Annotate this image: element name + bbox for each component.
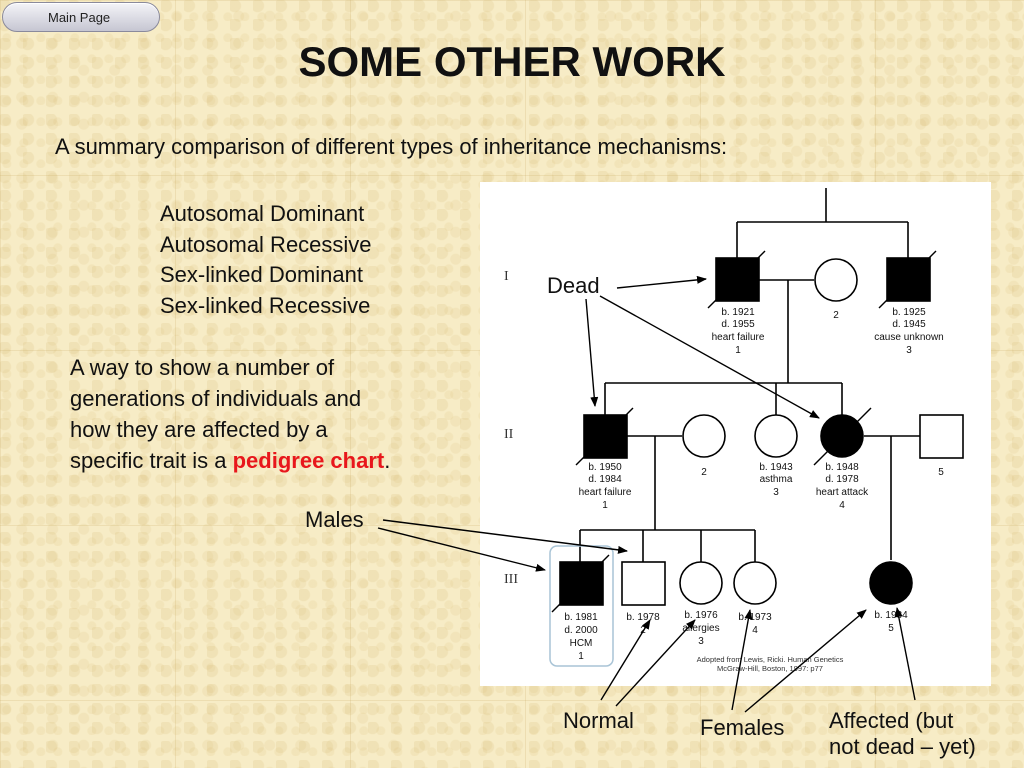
individual-label: b. 1921	[721, 307, 755, 318]
individual-label: 3	[698, 636, 704, 647]
mechanism-item: Sex-linked Recessive	[160, 292, 371, 318]
individual-label: d. 2000	[564, 625, 598, 636]
individual-label: 3	[906, 345, 912, 356]
deceased-slash	[575, 407, 634, 466]
pedigree-lines	[579, 188, 920, 562]
individual-label: heart failure	[712, 332, 765, 343]
arrow-affected	[894, 607, 916, 701]
individual-label: b. 1984	[874, 610, 908, 621]
deceased-slash	[551, 554, 610, 613]
individual-label: b. 1976	[684, 610, 718, 621]
mechanism-item: Autosomal Recessive	[160, 231, 372, 257]
arrow-females-2	[744, 609, 867, 713]
pedigree-description: A way to show a number of generations of…	[70, 352, 470, 476]
arrow-dead-gen2-female	[599, 295, 820, 419]
proband-highlight	[549, 545, 614, 667]
individual-label: d. 1984	[588, 474, 622, 485]
individual-label: 1	[602, 500, 608, 511]
individual-label: 2	[701, 467, 707, 478]
arrow-normal-male	[600, 619, 651, 701]
individual-label: b. 1925	[892, 307, 926, 318]
individual-label: b. 1978	[626, 612, 660, 623]
mechanism-list: Autosomal Dominant Autosomal Recessive S…	[160, 199, 372, 321]
description-line: generations of individuals and	[70, 386, 362, 411]
page-title: SOME OTHER WORK	[298, 38, 726, 85]
individual-label: d. 1955	[721, 319, 755, 330]
description-suffix: .	[384, 448, 391, 473]
description-prefix: specific trait is a	[70, 448, 233, 473]
individual-label: b. 1943	[759, 462, 793, 473]
individual-label: d. 1945	[892, 319, 926, 330]
arrow-males-unaffected	[382, 519, 628, 554]
individual-label: 5	[938, 467, 944, 478]
males-label: Males	[305, 507, 364, 532]
individual-label: heart failure	[579, 487, 632, 498]
description-line: A way to show a number of	[70, 355, 335, 380]
arrow-females-1	[731, 609, 753, 711]
female-unaffected-symbol	[814, 258, 858, 302]
individual-label: 5	[888, 623, 894, 634]
citation-line: McGraw-Hill, Boston, 1997: p77	[717, 664, 823, 673]
female-unaffected-symbol	[754, 414, 798, 458]
pedigree-chart: I II III	[504, 188, 964, 673]
individual-label: b. 1973	[738, 612, 772, 623]
generation-label: I	[504, 269, 509, 284]
individual-label: cause unknown	[874, 332, 944, 343]
individual-label: d. 1978	[825, 474, 859, 485]
arrow-dead-gen2-male	[585, 298, 599, 407]
arrow-normal-female	[615, 619, 696, 707]
affected-label-line: not dead – yet)	[829, 734, 976, 759]
male-affected-symbol	[715, 257, 760, 302]
normal-label: Normal	[563, 708, 634, 733]
generation-label: II	[504, 427, 514, 442]
female-unaffected-symbol	[733, 561, 777, 605]
arrow-males-affected	[377, 527, 546, 572]
individual-label: b. 1948	[825, 462, 859, 473]
deceased-slash	[813, 407, 872, 466]
individual-label: allergies	[682, 623, 719, 634]
page-subtitle: A summary comparison of different types …	[55, 134, 728, 159]
male-affected-symbol	[559, 561, 604, 606]
female-unaffected-symbol	[679, 561, 723, 605]
male-affected-symbol	[583, 414, 628, 459]
females-label: Females	[700, 715, 785, 740]
affected-label-line: Affected (but	[829, 708, 954, 733]
male-affected-symbol	[886, 257, 931, 302]
affected-label: Affected (but not dead – yet)	[829, 708, 976, 760]
male-unaffected-symbol	[621, 561, 666, 606]
dead-label: Dead	[547, 273, 600, 298]
individual-label: HCM	[570, 638, 593, 649]
description-line: how they are affected by a	[70, 417, 328, 442]
deceased-slash	[707, 250, 766, 309]
pedigree-chart-term: pedigree chart	[232, 448, 385, 473]
male-unaffected-symbol	[919, 414, 964, 459]
source-citation: Adopted from Lewis, Ricki. Human Genetic…	[697, 655, 844, 673]
deceased-slash	[878, 250, 937, 309]
individual-label: 1	[735, 345, 741, 356]
individual-label: 1	[578, 651, 584, 662]
individual-label: 3	[773, 487, 779, 498]
female-affected-symbol	[869, 561, 913, 605]
individual-label: 2	[833, 310, 839, 321]
individual-label: b. 1950	[588, 462, 622, 473]
arrow-dead-gen1	[616, 275, 707, 289]
citation-line: Adopted from Lewis, Ricki. Human Genetic…	[697, 655, 844, 664]
female-affected-symbol	[820, 414, 864, 458]
individual-label: 4	[839, 500, 845, 511]
mechanism-item: Sex-linked Dominant	[160, 262, 363, 287]
individual-label: asthma	[760, 474, 793, 485]
individual-label: heart attack	[816, 487, 869, 498]
individual-label: b. 1981	[564, 612, 598, 623]
description-line: specific trait is a pedigree chart.	[70, 445, 470, 476]
female-unaffected-symbol	[682, 414, 726, 458]
main-page-button[interactable]: Main Page	[2, 2, 160, 32]
individual-label: 4	[752, 625, 758, 636]
generation-label: III	[504, 572, 518, 587]
pedigree-panel: I II III	[480, 182, 991, 686]
mechanism-item: Autosomal Dominant	[160, 201, 365, 226]
